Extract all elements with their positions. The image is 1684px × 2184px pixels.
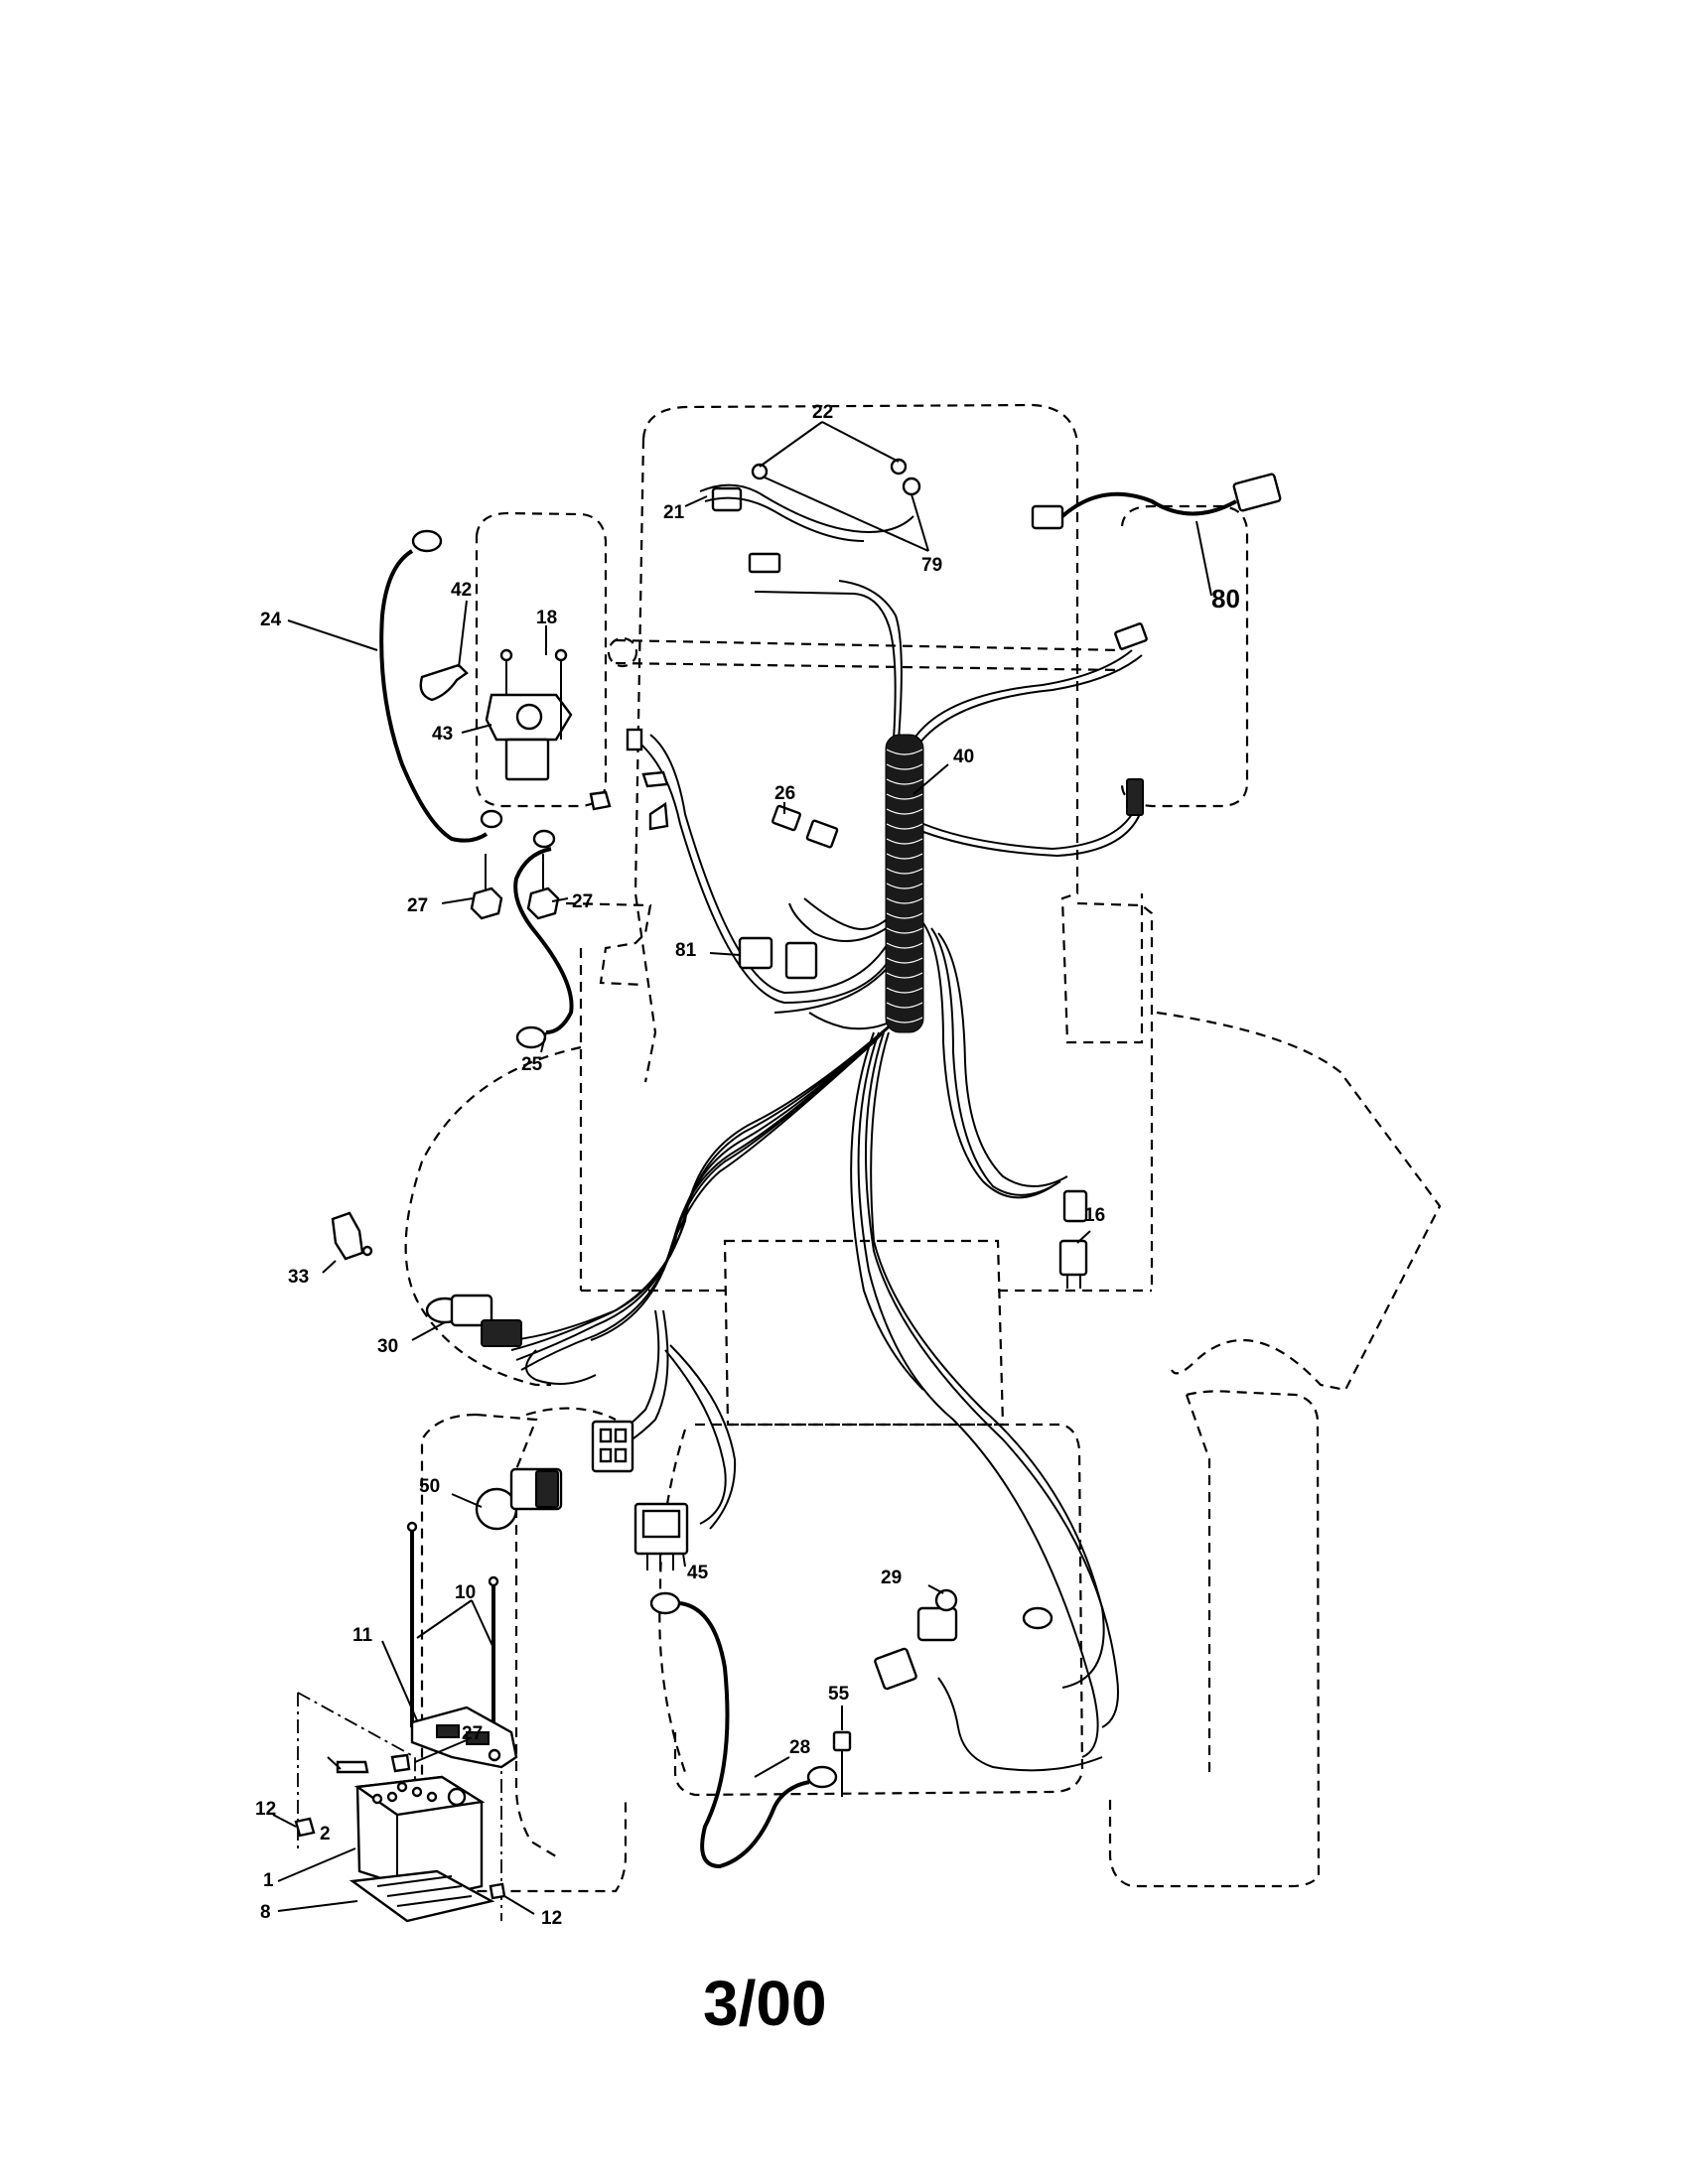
ring-terminals [411, 529, 1053, 1789]
battery-cables [379, 549, 1103, 1869]
callout-30: 30 [377, 1336, 398, 1357]
part-43-solenoid [419, 648, 573, 781]
callout-25: 25 [521, 1054, 543, 1075]
callout-18: 18 [536, 608, 557, 628]
callout-28: 28 [789, 1737, 810, 1758]
part-27-nuts [470, 854, 560, 920]
callout-10: 10 [455, 1582, 476, 1603]
callout-26: 26 [774, 783, 795, 804]
callout-24: 24 [260, 610, 282, 630]
part-26-connector [772, 804, 839, 849]
callout-22: 22 [812, 402, 833, 423]
part-16-switch [1058, 1189, 1088, 1289]
callout-55: 55 [828, 1684, 850, 1705]
callout-8: 8 [260, 1902, 271, 1923]
part-50-pto-switch [475, 1467, 563, 1531]
part-33-key [331, 1211, 373, 1261]
callout-33: 33 [288, 1267, 309, 1288]
callout-79: 79 [921, 555, 942, 576]
callout-11: 11 [352, 1625, 373, 1646]
callout-27-left: 27 [407, 895, 428, 916]
callout-45: 45 [687, 1563, 709, 1583]
callout-43: 43 [432, 724, 453, 745]
callout-29: 29 [881, 1568, 902, 1588]
callout-50: 50 [419, 1476, 440, 1497]
callout-40: 40 [953, 747, 974, 767]
part-connector-block [591, 1420, 634, 1473]
harness-coil-40 [885, 734, 924, 1033]
leader-lines [272, 421, 1212, 1915]
callout-27-right: 27 [572, 891, 593, 912]
callout-12-right: 12 [541, 1908, 562, 1929]
callout-16: 16 [1084, 1205, 1105, 1226]
part-55-screw [832, 1730, 852, 1797]
callout-42: 42 [451, 580, 472, 601]
tractor-outline [404, 403, 1442, 1893]
part-29-seat-switch [874, 1588, 958, 1691]
part-21-switch-cluster [699, 458, 921, 574]
part-30-ignition-switch [425, 1294, 522, 1347]
callout-80: 80 [1211, 584, 1240, 614]
callout-21: 21 [663, 502, 685, 523]
callout-labels: 22 21 79 80 24 42 18 43 40 26 27 27 81 2… [255, 402, 1240, 1929]
part-80-connector [1031, 473, 1282, 530]
callout-1: 1 [263, 1870, 274, 1891]
callout-81: 81 [675, 940, 697, 961]
right-side-connectors [1114, 622, 1148, 816]
battery-bolts [294, 1753, 506, 1900]
part-8-battery-tray [349, 1869, 495, 1923]
part-45-module [633, 1502, 689, 1570]
part-11-battery-holddown [406, 1521, 518, 1769]
left-terminals [589, 728, 669, 831]
revision-date: 3/00 [703, 1968, 827, 2039]
callout-27-battery: 27 [462, 1723, 483, 1744]
part-1-battery [353, 1775, 486, 1898]
callout-2: 2 [320, 1824, 331, 1844]
callout-12-left: 12 [255, 1799, 276, 1820]
part-81-relay [738, 936, 818, 980]
